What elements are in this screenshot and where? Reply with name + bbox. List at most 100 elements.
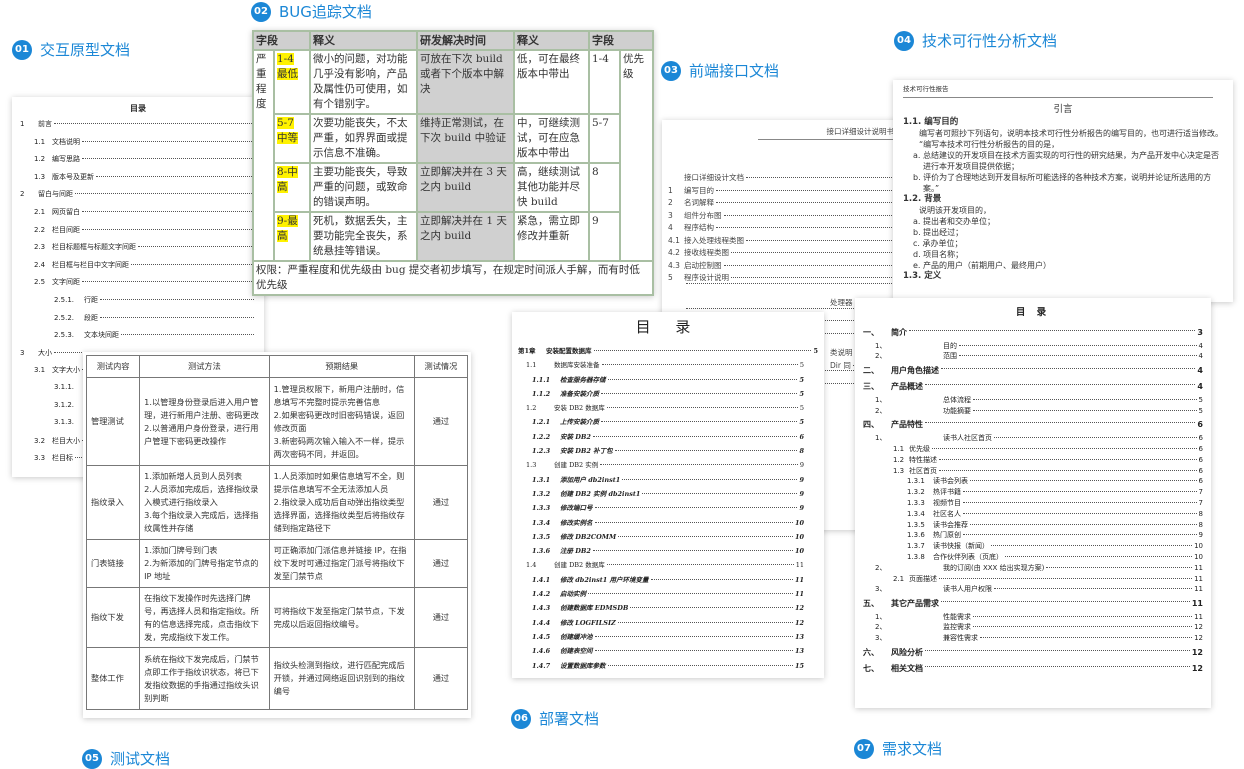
- toc-page-number: 11: [1191, 598, 1203, 608]
- toc-number: 1.1: [526, 361, 537, 370]
- toc-text: 栏目大小: [52, 436, 80, 445]
- toc-page-number: 4: [1197, 382, 1203, 392]
- heading: 1.3. 定义: [903, 271, 942, 281]
- toc-number: 4.2: [668, 248, 680, 257]
- toc-text: 接收线程类图: [684, 248, 729, 257]
- toc-number: 2.2: [34, 225, 46, 234]
- toc-number: 五、: [863, 598, 879, 608]
- table-footer-row: 权限：严重程度和优先级由 bug 提交者初步填写，在规定时间派人手解，而有时低优…: [252, 260, 654, 296]
- header-cell: 字段: [252, 30, 311, 51]
- toc-text: 社区首页: [909, 466, 937, 475]
- toc-number: 1.3.3: [532, 504, 551, 513]
- toc-page-number: 9: [799, 504, 804, 513]
- toc-text: 相关文档: [891, 664, 923, 674]
- toc-leader-dots: [592, 435, 798, 437]
- toc-page-number: 13: [794, 647, 804, 656]
- test-status-cell: 通过: [413, 539, 469, 588]
- toc-number: 四、: [863, 420, 879, 430]
- expected-result-cell: 指纹头检测到指纹，进行匹配完成后开锁，并通过网络返回识别到的指纹编号: [268, 647, 415, 710]
- toc-page-number: 8: [799, 447, 804, 456]
- toc-leader-dots: [82, 281, 254, 283]
- number-badge: 05: [82, 748, 102, 769]
- toc-page-number: 5: [1198, 406, 1203, 415]
- toc-number: 3、: [875, 585, 887, 594]
- toc-leader-dots: [939, 469, 1197, 471]
- toc-leader-dots: [963, 534, 1197, 536]
- toc-text: 修改 db2inst1 用户环境变量: [560, 575, 649, 584]
- time-cell: 可放在下次 build 或者下个版本中解决: [416, 49, 515, 115]
- toc-leader-dots: [941, 367, 1196, 369]
- toc-text: 修改 LOGFILSIZ: [560, 618, 616, 627]
- toc-page-number: 13: [794, 632, 804, 641]
- priority-field-cell: 优先级: [619, 49, 654, 262]
- toc-text: 兼容性需求: [943, 634, 978, 643]
- toc-page-number: 10: [1194, 552, 1203, 561]
- toc-text: 热评书籍: [933, 488, 961, 497]
- test-method-cell: 1.以管理身份登录后进入用户管理，进行新用户注册、密码更改 2.以普通用户身份登…: [139, 377, 270, 466]
- toc-leader-dots: [100, 316, 254, 318]
- toc-page-number: 12: [1191, 647, 1203, 657]
- number-badge: 01: [12, 39, 32, 60]
- list-item: c. 承办单位；: [913, 239, 963, 248]
- number-badge: 02: [251, 1, 271, 22]
- meaning-cell: 中，可继续测试，可在应急版本中带出: [513, 113, 590, 164]
- toc-number: 1.3.1: [907, 477, 925, 486]
- priority-cell: 8: [588, 162, 621, 213]
- toc-number: 第1章: [518, 347, 536, 355]
- toc-number: 2.5.2.: [54, 313, 75, 322]
- toc-entry: 2.5.2.段距: [20, 313, 256, 331]
- toc-text: 风险分析: [891, 647, 923, 657]
- toc-number: 1.3.5: [532, 532, 551, 541]
- toc-number: 1、: [875, 341, 887, 350]
- toc-text: 数据库安装准备: [554, 361, 600, 370]
- toc-text: 目的: [943, 341, 957, 350]
- test-method-cell: 1.添加新增人员到人员列表 2.人员添加完成后，选择指纹录入模式进行指纹录入 3…: [139, 465, 270, 540]
- toc-number: 1.4.3: [532, 604, 551, 613]
- toc-number: 二、: [863, 365, 879, 375]
- toc-text: 添加用户 db2inst1: [560, 475, 621, 484]
- toc-number: 七、: [863, 664, 879, 674]
- toc-text: 监控需求: [943, 623, 971, 632]
- heading: 1.2. 背景: [903, 194, 942, 204]
- toc-text: 读书人社区首页: [943, 434, 992, 443]
- list-item: a. 总结建议的开发项目在技术方面实现的可行性的研究结果，为产品开发中心决定是否…: [913, 151, 1219, 171]
- toc-text: 性能需求: [943, 612, 971, 621]
- label-text: 部署文档: [539, 710, 600, 728]
- doc-header: 技术可行性报告: [903, 84, 1214, 98]
- number-badge: 04: [894, 30, 914, 51]
- toc-text: 程序设计说明: [684, 273, 729, 282]
- toc-text: Dir 同: [830, 360, 851, 370]
- toc-leader-dots: [82, 228, 254, 230]
- toc-entry: 2.5.1.行距: [20, 295, 256, 313]
- toc-number: 3.2: [34, 436, 46, 445]
- table-header-row: 测试内容测试方法预期结果测试情况: [85, 355, 469, 378]
- toc-leader-dots: [601, 421, 798, 423]
- doc-header: 接口详细设计说明书: [758, 126, 894, 140]
- toc-leader-dots: [970, 480, 1197, 482]
- desc-cell: 次要功能丧失，不太严重，如界界面或提示信息不准确。: [309, 113, 418, 164]
- toc-text: 创建表空间: [560, 647, 593, 656]
- toc-page-number: 8: [1198, 509, 1203, 518]
- table-row: 9-最高 死机，数据丢失，主要功能完全丧失，系统悬挂等错误。 立即解决并在 1 …: [253, 211, 653, 262]
- toc-page-number: 5: [799, 389, 804, 398]
- toc-number: 1.3.1: [532, 475, 551, 484]
- toc-leader-dots: [731, 277, 892, 278]
- toc-leader-dots: [973, 399, 1197, 401]
